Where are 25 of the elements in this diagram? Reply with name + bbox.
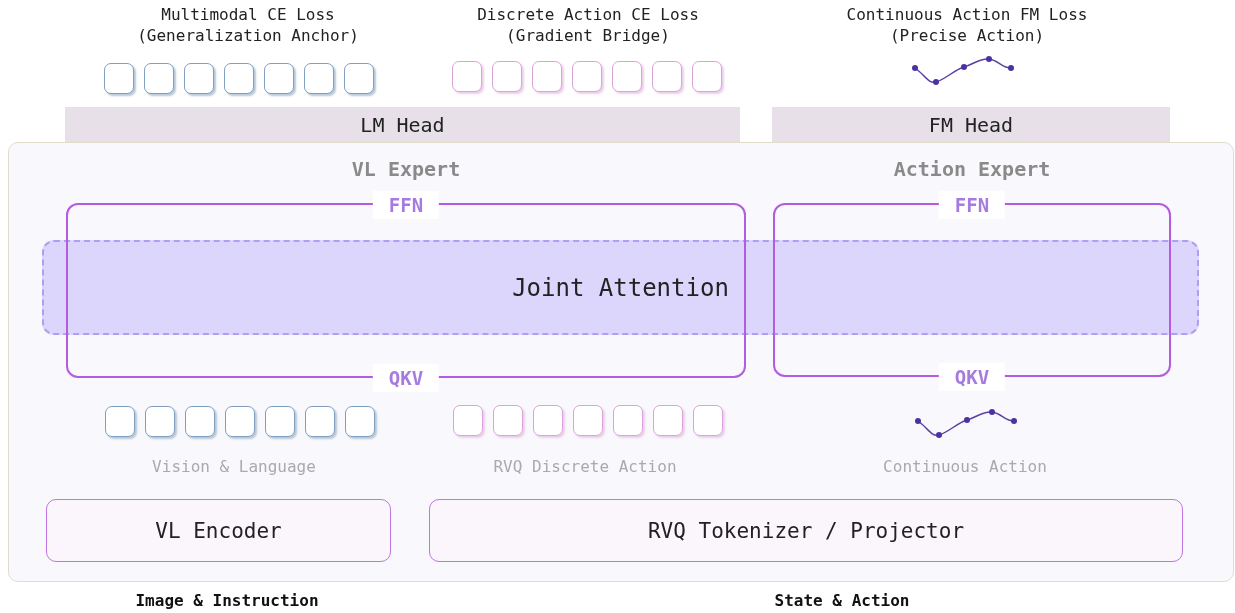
token-label: Continuous Action [883,456,1047,477]
expert-title: Action Expert [893,157,1051,181]
token-label: RVQ Discrete Action [493,456,677,477]
head-label: FM Head [928,113,1014,137]
head-band [65,107,740,142]
head-band [772,107,1170,142]
layer-label: FFN [938,191,1006,219]
module-box [429,499,1183,562]
layer-label: QKV [372,364,440,392]
model-panel [8,142,1234,582]
head-label: LM Head [360,113,445,137]
module-label: VL Encoder [155,519,282,543]
attention-label: Joint Attention [512,274,729,302]
layer-label: QKV [938,363,1006,391]
attention-band [42,240,1199,335]
token-label: Vision & Language [152,456,316,477]
expert-title: VL Expert [351,157,461,181]
input-label: Image & Instruction [135,590,319,611]
loss-label: Multimodal CE Loss (Generalization Anchor) [136,4,360,46]
layer-label: FFN [372,191,440,219]
loss-label: Discrete Action CE Loss (Gradient Bridge) [476,4,700,46]
module-label: RVQ Tokenizer / Projector [647,519,965,543]
input-label: State & Action [774,590,910,611]
loss-label: Continuous Action FM Loss (Precise Action) [845,4,1089,46]
module-box [46,499,391,562]
